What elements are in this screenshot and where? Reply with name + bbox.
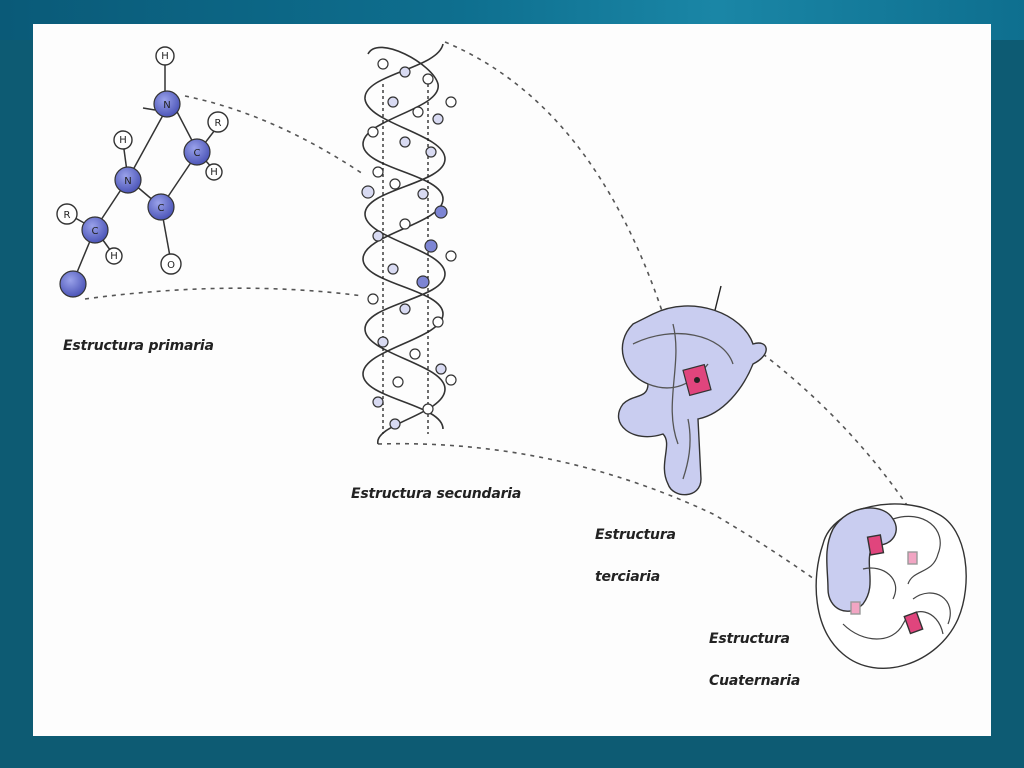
atom-c [183,138,211,166]
svg-text:H: H [210,167,218,178]
heme-group [907,551,918,565]
svg-text:O: O [167,260,175,271]
heme-group [866,534,885,556]
quaternary-structure [815,503,967,669]
atom-n [114,166,142,194]
atom-c [59,270,87,298]
atom-r [56,203,78,225]
tertiary-structure [617,285,767,496]
connector-primary-bottom [84,287,364,300]
label-quaternary-structure-line2: Cuaternaria [709,673,801,689]
quaternary-ribbon [826,507,897,612]
svg-text:C: C [194,148,201,159]
connector-secondary-bottom [377,442,829,590]
atom-h [155,46,175,66]
label-secondary-structure: Estructura secundaria [351,486,522,502]
connector-tertiary-top [762,353,914,515]
connector-primary-top [184,95,364,175]
atom-h [113,130,133,150]
atom-c [81,216,109,244]
svg-text:H: H [119,135,127,146]
svg-text:H: H [161,51,169,62]
connector-secondary-top [444,41,664,315]
label-tertiary-structure-line2: terciaria [595,569,660,585]
svg-text:N: N [163,100,170,111]
atom-h [205,163,223,181]
atom-r [207,111,229,133]
secondary-structure-helix [362,43,446,445]
dashed-connectors [84,41,914,590]
svg-text:C: C [92,226,99,237]
helix-backbone-front [364,43,446,445]
atom-h [105,247,123,265]
atom-n [153,90,181,118]
primary-atom-letters: H N R C H H N C O R C H [64,51,222,271]
atom-c [147,193,175,221]
label-quaternary-structure-line1: Estructura [709,631,790,647]
primary-atoms [56,46,229,298]
protein-structure-diagram: H N R C H H N C O R C H [56,41,967,669]
helix-atoms [361,58,457,430]
primary-structure [67,62,219,283]
heme-group [850,601,861,615]
svg-text:N: N [124,176,131,187]
svg-text:H: H [110,251,118,262]
label-tertiary-structure-line1: Estructura [595,527,676,543]
tertiary-ribbon [617,305,767,496]
label-primary-structure: Estructura primaria [63,338,214,354]
heme-group [903,611,924,635]
svg-text:R: R [215,118,222,129]
slide: H N R C H H N C O R C H [33,24,991,736]
svg-text:R: R [64,210,71,221]
atom-o [160,253,182,275]
svg-text:C: C [158,203,165,214]
helix-backbone-back [362,46,444,430]
